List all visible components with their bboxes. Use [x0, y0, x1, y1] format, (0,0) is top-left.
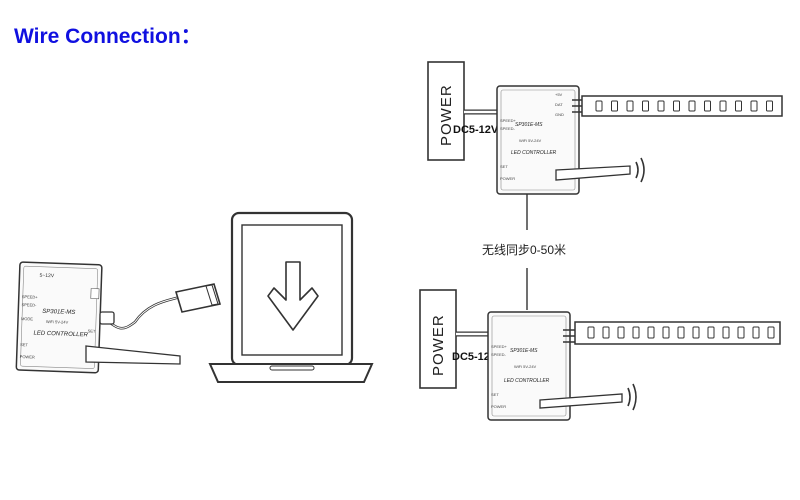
bottom-ctrl-subtitle: WiFi 5V-24V [514, 364, 537, 369]
led-chip [657, 100, 665, 112]
ctrl-port-set-right: SET [88, 328, 97, 333]
led-strip-bottom [574, 321, 781, 345]
led-chip [766, 100, 773, 112]
led-chip [647, 326, 655, 339]
led-chip [677, 326, 685, 339]
right-top-unit: POWER DC5-12V SP301E-MS WiFi 5V-24V LED … [427, 61, 783, 195]
led-chip [719, 100, 727, 112]
top-ctrl-speed2: SPEED- [500, 126, 516, 131]
left-antenna [85, 345, 181, 365]
bottom-ctrl-set: SET [491, 392, 499, 397]
page-title: Wire Connection： [14, 25, 202, 48]
ctrl-port-mode: MODE [21, 316, 33, 321]
led-chip [632, 326, 640, 339]
top-ctrl-power: POWER [500, 176, 515, 181]
top-ctrl-speed1: SPEED+ [500, 118, 517, 123]
led-chip [737, 326, 745, 339]
bottom-antenna [539, 393, 623, 409]
top-ctrl-set: SET [500, 164, 508, 169]
led-chip [750, 100, 758, 112]
wifi-signal-icon [635, 157, 645, 183]
ctrl-port-speed1: SPEED+ [22, 294, 39, 300]
top-ctrl-dat: DAT [555, 102, 563, 107]
top-ctrl-subtitle: WiFi 5V-24V [519, 138, 542, 143]
led-chip [662, 326, 670, 339]
wifi-signal-icon [627, 383, 637, 411]
power-label-top: POWER [438, 84, 455, 146]
led-chip [602, 326, 610, 339]
led-chip [673, 100, 680, 112]
led-chip [707, 326, 715, 339]
led-chip [595, 100, 603, 112]
ctrl-port-power: POWER [20, 354, 35, 360]
top-antenna [555, 165, 631, 181]
bottom-ctrl-speed2: SPEED- [491, 352, 507, 357]
top-ctrl-model: SP301E-MS [515, 122, 543, 128]
ctrl-port-set: SET [20, 342, 29, 347]
led-chip [617, 326, 625, 339]
led-chip [752, 326, 760, 339]
ctrl-name: LED CONTROLLER [33, 331, 88, 339]
bottom-ctrl-name: LED CONTROLLER [504, 378, 550, 384]
bottom-ctrl-model: SP301E-MS [510, 348, 538, 354]
sync-label: 无线同步0-50米 [482, 243, 566, 257]
ctrl-voltage-small: 5~12V [39, 273, 54, 280]
led-chip [688, 100, 696, 112]
download-arrow-icon [267, 261, 319, 331]
dc-label-bottom: DC5-12V [452, 351, 498, 363]
micro-usb-plug [99, 311, 115, 325]
led-chip [704, 100, 711, 112]
laptop [208, 211, 374, 383]
top-ctrl-vcc: +5V [555, 92, 563, 97]
led-chip [642, 100, 649, 112]
led-chip [722, 326, 730, 339]
led-chip [626, 100, 634, 112]
power-box-top: POWER [427, 61, 465, 161]
right-bottom-unit: POWER DC5-12V SP301E-MS WiFi 5V-24V LED … [419, 289, 781, 421]
bottom-ctrl-speed1: SPEED+ [491, 344, 508, 349]
led-strip-top [581, 95, 783, 117]
ctrl-subtitle: WiFi 5V-24V [46, 319, 69, 325]
dc-label-top: DC5-12V [453, 124, 499, 136]
ctrl-port-speed2: SPEED- [21, 302, 37, 308]
left-controller: 5~12V SP301E-MS WiFi 5V-24V LED CONTROLL… [15, 211, 374, 383]
led-chip [767, 326, 775, 339]
led-chip [587, 326, 595, 339]
bottom-ctrl-power: POWER [491, 404, 506, 409]
power-box-bottom: POWER [419, 289, 457, 389]
top-ctrl-name: LED CONTROLLER [511, 150, 557, 156]
power-label-bottom: POWER [430, 314, 447, 376]
led-chip [735, 100, 742, 112]
led-chip [611, 100, 618, 112]
top-ctrl-gnd: GND [555, 112, 564, 117]
ctrl-model: SP301E-MS [42, 309, 75, 316]
usb-plug-icon [174, 283, 222, 313]
led-chip [692, 326, 700, 339]
